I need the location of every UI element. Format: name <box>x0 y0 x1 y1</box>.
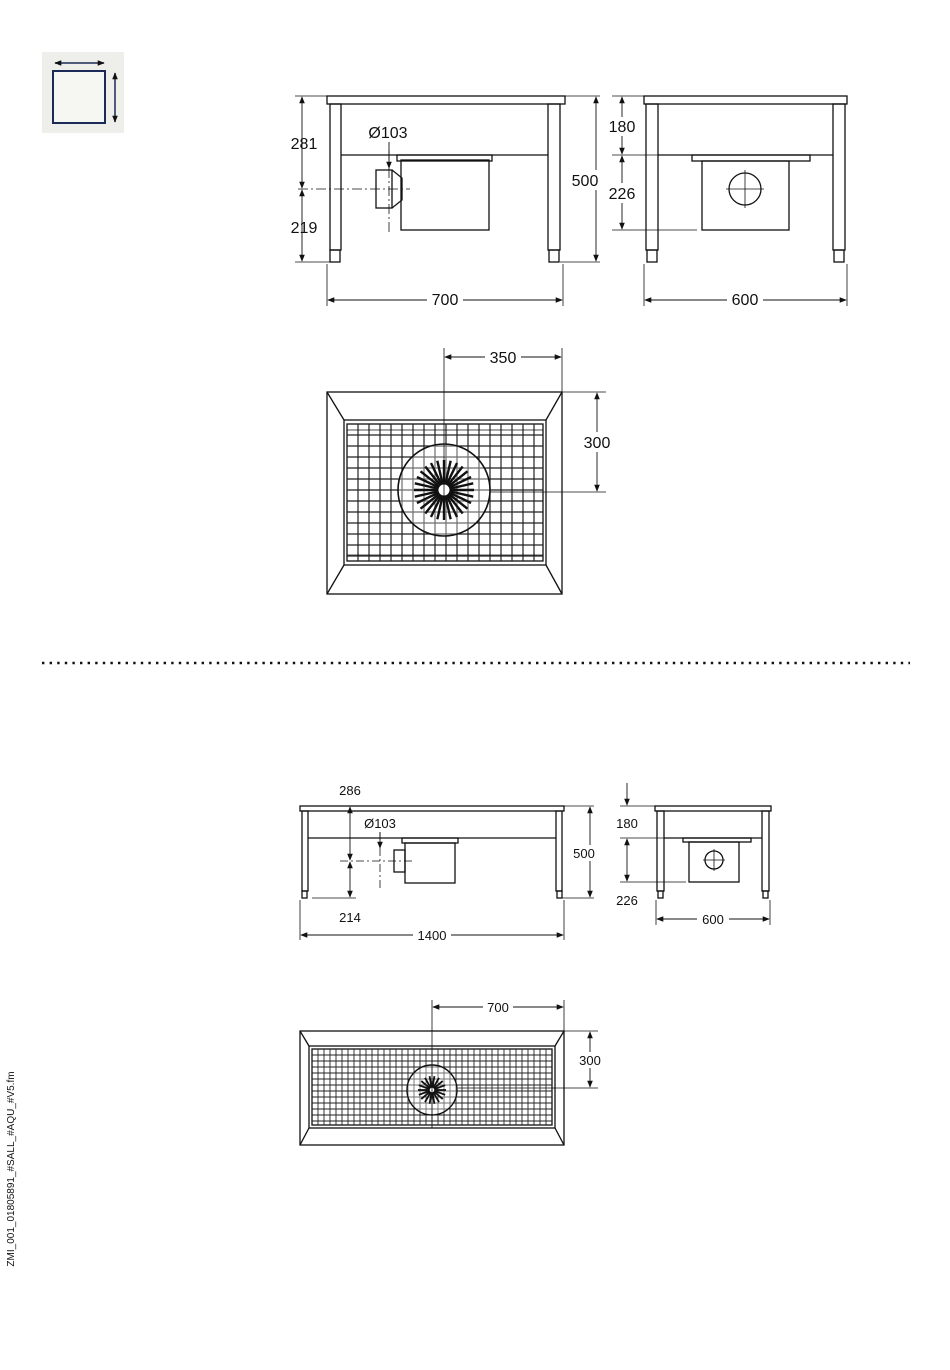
dim-300: 300 <box>584 435 611 452</box>
small-front-view: 286 Ø103 214 500 1400 <box>300 783 598 943</box>
dim-700: 700 <box>432 292 459 309</box>
dim-226: 226 <box>609 186 636 203</box>
dim-180-small: 180 <box>616 816 638 831</box>
dim-226-small: 226 <box>616 893 638 908</box>
dim-500-small: 500 <box>573 846 595 861</box>
dim-300-small: 300 <box>579 1053 601 1068</box>
dimensions-icon <box>42 52 124 133</box>
large-top-view: 350 300 <box>327 348 612 594</box>
dim-700-small: 700 <box>487 1000 509 1015</box>
dim-286: 286 <box>339 783 361 798</box>
dim-281: 281 <box>291 136 318 153</box>
dim-214: 214 <box>339 910 361 925</box>
dim-180: 180 <box>609 119 636 136</box>
small-side-view: 180 226 600 <box>616 783 771 927</box>
dim-600-small: 600 <box>702 912 724 927</box>
dim-1400: 1400 <box>418 928 447 943</box>
dim-350: 350 <box>490 350 517 367</box>
document-code: ZMI_001_01805891_#SALL_#AQU_#V5.fm <box>6 1056 20 1282</box>
dim-outlet-diameter: Ø103 <box>368 125 407 142</box>
large-front-view: 281 219 500 700 Ø103 <box>291 96 610 309</box>
dim-500: 500 <box>572 173 599 190</box>
small-top-view: 700 300 <box>300 999 603 1145</box>
dim-600: 600 <box>732 292 759 309</box>
large-side-view: 180 226 600 <box>607 96 847 309</box>
dim-outlet-diameter-small: Ø103 <box>364 816 396 831</box>
dim-219: 219 <box>291 220 318 237</box>
